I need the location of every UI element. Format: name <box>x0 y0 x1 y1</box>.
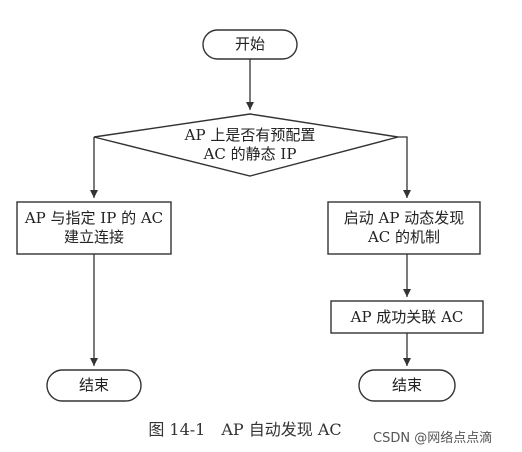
end-right-shape <box>358 369 456 402</box>
start-node: 开始 <box>203 30 297 59</box>
decision-node: AP 上是否有预配置 AC 的静态 IP <box>150 116 350 174</box>
right-action-line2: AC 的机制 <box>367 228 441 246</box>
associate-label: AP 成功关联 AC <box>350 307 464 326</box>
end-right-node: 结束 <box>359 370 455 401</box>
left-action-line2: 建立连接 <box>63 228 124 246</box>
arrow-decision-to-right <box>398 136 411 198</box>
decision-label-line1: AP 上是否有预配置 <box>184 126 316 144</box>
end-left-node: 结束 <box>47 370 141 401</box>
right-action-node: 启动 AP 动态发现 AC 的机制 <box>328 202 480 254</box>
end-left-shape <box>46 369 142 402</box>
watermark: CSDN @网络点点滴 <box>373 431 493 446</box>
right-action-line1: 启动 AP 动态发现 <box>343 209 465 227</box>
end-right-label: 结束 <box>391 376 422 394</box>
start-label: 开始 <box>234 35 265 53</box>
end-left-label: 结束 <box>78 376 109 394</box>
decision-shape <box>93 113 399 177</box>
decision-label-line2: AC 的静态 IP <box>203 145 297 163</box>
figure-caption: 图 14-1 AP 自动发现 AC <box>148 420 342 439</box>
right-action-shape <box>327 201 481 255</box>
left-action-line1: AP 与指定 IP 的 AC <box>24 209 164 227</box>
associate-node: AP 成功关联 AC <box>331 301 483 333</box>
left-action-shape <box>16 201 172 255</box>
left-action-node: AP 与指定 IP 的 AC 建立连接 <box>17 202 171 254</box>
